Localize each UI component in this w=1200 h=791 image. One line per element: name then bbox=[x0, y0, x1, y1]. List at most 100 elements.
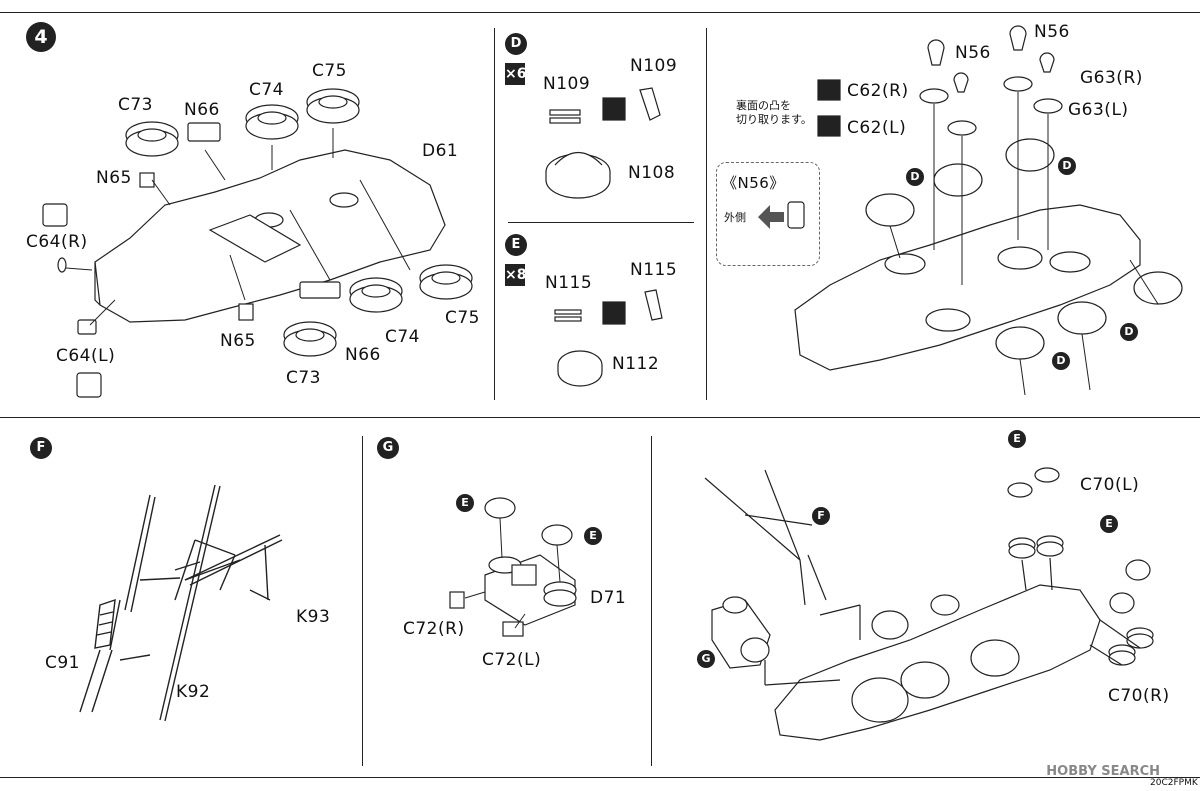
turret-e-br4 bbox=[1109, 592, 1135, 614]
label-n115-right: N115 bbox=[630, 260, 678, 280]
part-n65-bottom bbox=[238, 303, 254, 321]
badge-e: E bbox=[505, 234, 527, 256]
mast-pole-1 bbox=[124, 494, 151, 611]
turret-e-br3 bbox=[1125, 559, 1151, 581]
hull-top-right bbox=[794, 204, 1141, 371]
barrel-n109-left bbox=[549, 109, 581, 116]
label-g63r: G63(R) bbox=[1080, 68, 1143, 88]
badge-d-tr-2: D bbox=[1058, 157, 1076, 175]
barrel-n109-right bbox=[639, 87, 661, 121]
inset-outside-label: 外側 bbox=[724, 211, 746, 224]
label-d71: D71 bbox=[590, 588, 627, 608]
label-n108: N108 bbox=[628, 163, 676, 183]
part-n56-1 bbox=[927, 39, 945, 66]
badge-f: F bbox=[30, 437, 52, 459]
cutout-icon-2 bbox=[817, 115, 841, 137]
part-c72l bbox=[502, 621, 524, 637]
glue-arrow-e bbox=[602, 301, 626, 325]
ring-g63l bbox=[1033, 98, 1063, 114]
note-cut-line2: 切り取ります。 bbox=[736, 113, 812, 126]
inset-n56-box bbox=[716, 162, 820, 266]
footer-code: 20C2FPMK bbox=[1150, 778, 1198, 788]
part-n56-4 bbox=[1039, 52, 1055, 73]
label-c72r: C72(R) bbox=[403, 619, 465, 639]
label-c64r: C64(R) bbox=[26, 232, 88, 252]
divider-bottom-1 bbox=[362, 436, 363, 766]
frame-bottom-line bbox=[0, 777, 1200, 778]
cutout-icon-1 bbox=[817, 79, 841, 101]
label-c75-top: C75 bbox=[312, 61, 348, 81]
turret-e-g1 bbox=[484, 497, 516, 519]
label-n115-left: N115 bbox=[545, 273, 593, 293]
ring-g63r bbox=[1003, 76, 1033, 92]
badge-g: G bbox=[377, 437, 399, 459]
label-g63l: G63(L) bbox=[1068, 100, 1129, 120]
label-n109-left: N109 bbox=[543, 74, 591, 94]
part-c64l bbox=[76, 372, 102, 398]
step-number-badge: 4 bbox=[26, 22, 56, 52]
part-c64r bbox=[42, 203, 68, 227]
mast-pole-2 bbox=[159, 484, 216, 721]
label-c75-bottom: C75 bbox=[445, 308, 481, 328]
ladder-c91 bbox=[94, 598, 116, 649]
frame-mid-line-left bbox=[0, 417, 1200, 418]
label-n65-top: N65 bbox=[96, 168, 132, 188]
label-n56-2: N56 bbox=[1034, 22, 1070, 42]
turret-d-5 bbox=[1057, 301, 1107, 335]
badge-d-tr-1: D bbox=[906, 168, 924, 186]
barrel-n115-right bbox=[644, 289, 663, 321]
label-n65-bottom: N65 bbox=[220, 331, 256, 351]
inset-title: 《N56》 bbox=[722, 174, 785, 192]
frame-top-line bbox=[0, 12, 1200, 13]
note-cut-line1: 裏面の凸を bbox=[736, 99, 791, 112]
divider-d-e bbox=[508, 222, 694, 223]
badge-e-g-1: E bbox=[456, 494, 474, 512]
label-c62r: C62(R) bbox=[847, 81, 909, 101]
badge-d-tr-4: D bbox=[1052, 352, 1070, 370]
label-d61: D61 bbox=[422, 141, 459, 161]
turret-e-g2 bbox=[541, 524, 573, 546]
badge-e-g-2: E bbox=[584, 527, 602, 545]
divider-top-1 bbox=[494, 28, 495, 400]
turret-well-2 bbox=[329, 192, 359, 208]
label-n66-bottom: N66 bbox=[345, 345, 381, 365]
turret-d-3 bbox=[1005, 138, 1055, 172]
part-n66-bottom bbox=[299, 281, 341, 299]
divider-bottom-2 bbox=[651, 436, 652, 766]
inset-part-n56 bbox=[787, 201, 805, 229]
badge-g-br: G bbox=[697, 650, 715, 668]
turret-e-br2 bbox=[1034, 467, 1060, 483]
label-c74-top: C74 bbox=[249, 80, 285, 100]
part-c72r bbox=[449, 591, 465, 609]
label-k93: K93 bbox=[296, 607, 331, 627]
strut-k93-1 bbox=[184, 534, 281, 581]
turret-d-1 bbox=[865, 193, 915, 227]
label-n109-right: N109 bbox=[630, 56, 678, 76]
divider-top-2 bbox=[706, 28, 707, 400]
part-n56-2 bbox=[953, 72, 969, 93]
turret-d-2 bbox=[933, 163, 983, 197]
part-n56-3 bbox=[1009, 25, 1027, 51]
label-c72l: C72(L) bbox=[482, 650, 542, 670]
label-c73-bottom: C73 bbox=[286, 368, 322, 388]
barrel-n115-left bbox=[554, 309, 582, 315]
label-c74-bottom: C74 bbox=[385, 327, 421, 347]
label-k92: K92 bbox=[176, 682, 211, 702]
multiplier-e: ×8 bbox=[505, 264, 526, 286]
multiplier-d: ×6 bbox=[505, 63, 526, 85]
part-n66-top bbox=[187, 122, 221, 142]
badge-d: D bbox=[505, 33, 527, 55]
inset-arrow bbox=[758, 205, 784, 229]
part-n65-top bbox=[139, 172, 155, 188]
ring-c62l bbox=[947, 120, 977, 136]
label-n66-top: N66 bbox=[184, 100, 220, 120]
label-n112: N112 bbox=[612, 354, 660, 374]
glue-arrow-d bbox=[602, 97, 626, 121]
label-c91: C91 bbox=[45, 653, 81, 673]
label-c62l: C62(L) bbox=[847, 118, 907, 138]
badge-e-br-1: E bbox=[1008, 430, 1026, 448]
turret-d-6 bbox=[995, 326, 1045, 360]
badge-f-br: F bbox=[812, 507, 830, 525]
